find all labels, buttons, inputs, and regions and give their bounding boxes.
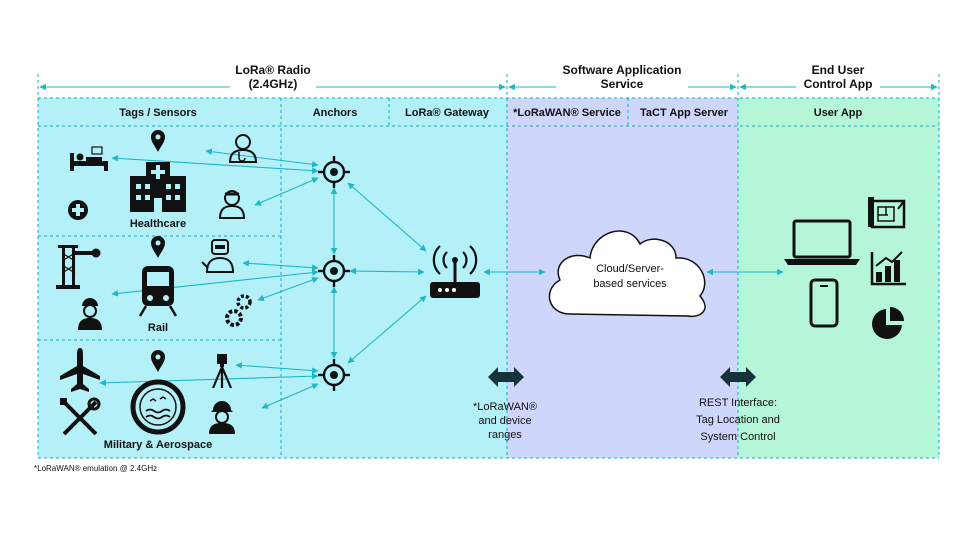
bar-chart-icon [870,251,906,286]
rest-note-1: REST Interface: [699,397,777,409]
cloud-label-1: Cloud/Server- [596,263,664,275]
subheader-gateway: LoRa® Gateway [405,107,490,119]
radio-header: LoRa® Radio [235,63,311,77]
rest-note-2: Tag Location and [696,414,780,426]
crosshair-icon [318,359,350,391]
blueprint-icon [868,197,906,229]
nurse-icon [218,190,246,219]
worker-icon [78,298,102,330]
subheader-anchors: Anchors [313,107,358,119]
location-pin-icon [151,236,165,258]
gears-icon [225,294,252,327]
group-label-healthcare: Healthcare [130,218,186,230]
phone-icon [809,278,839,328]
welder-icon [201,239,235,273]
doctor-icon [228,134,258,163]
lorawan-note-3: ranges [488,429,522,441]
tag-anchor-links [99,148,319,409]
radio-header-sub: (2.4GHz) [249,77,298,91]
hospital-building-icon [130,162,186,212]
footnote: *LoRaWAN® emulation @ 2.4GHz [34,464,157,473]
hospital-bed-icon [70,146,108,171]
pie-chart-icon [872,307,904,339]
subheader-tact: TaCT App Server [640,107,729,119]
lorawan-note-1: *LoRaWAN® [473,401,537,413]
rest-interface-arrow [720,367,756,387]
software-header-sub: Service [601,77,644,91]
train-icon [138,266,178,317]
subheader-userapp: User App [814,107,863,119]
subheader-lorawan: *LoRaWAN® Service [513,107,621,119]
tools-icon [60,397,101,436]
surveyor-tripod-icon [211,354,233,389]
location-pin-icon [151,350,165,372]
cloud-label-2: based services [593,278,667,290]
lorawan-note-2: and device [478,415,531,427]
group-label-military: Military & Aerospace [104,439,212,451]
zone-dividers [37,74,940,459]
soldier-icon [209,401,235,434]
group-label-rail: Rail [148,322,168,334]
medical-cross-icon [68,200,88,220]
porthole-icon [130,379,186,435]
cloud-shape [548,230,706,318]
router-icon [430,245,480,298]
enduser-header: End User [812,63,865,77]
subheader-tags: Tags / Sensors [119,107,196,119]
crosshair-icon [318,156,350,188]
enduser-header-sub: Control App [804,77,873,91]
location-pin-icon [151,130,165,152]
user-zone [738,98,939,458]
lorawan-interface-arrow [488,367,524,387]
laptop-icon [784,219,860,265]
crosshair-icon [318,255,350,287]
railway-signal-icon [56,245,101,289]
rest-note-3: System Control [700,431,775,443]
software-header: Software Application [563,63,682,77]
airplane-icon [60,348,100,392]
anchor-links [330,182,784,364]
